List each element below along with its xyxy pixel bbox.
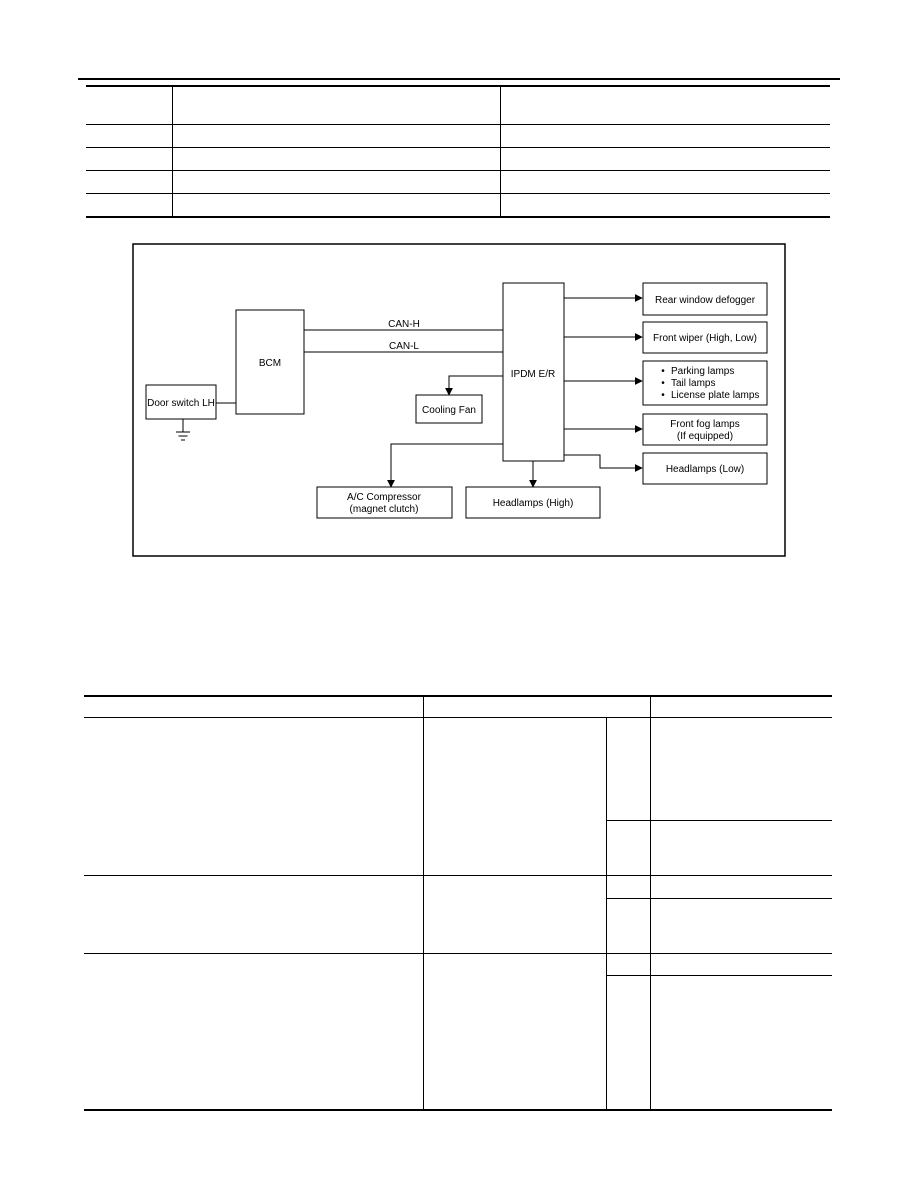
bottom-table-group-rule (84, 875, 832, 876)
front-wiper-label: Front wiper (High, Low) (653, 333, 757, 344)
bullet-icon: • (661, 366, 665, 377)
bottom-table-subrow-rule (606, 820, 832, 821)
front-fog-label: Front fog lamps (670, 419, 739, 430)
bcm-box (235, 309, 305, 415)
bottom-table-group-rule (84, 953, 832, 954)
bottom-table-subrow-rule (606, 898, 832, 899)
bottom-table-col-divider (606, 718, 607, 1110)
ground-icon (176, 431, 190, 441)
ipdm-to-headlamps-low-wire (564, 454, 643, 472)
bottom-table-top-rule (84, 695, 832, 697)
top-table-row-rule (86, 193, 830, 194)
license-plate-lamps-label: License plate lamps (671, 390, 759, 401)
ipdm-to-cooling-fan-wire (445, 375, 503, 396)
front-wiper-box (642, 321, 768, 354)
ac-compressor-box (316, 486, 453, 519)
ipdm-label: IPDM E/R (511, 369, 555, 380)
top-table-bottom-rule (86, 216, 830, 218)
front-fog-box (642, 413, 768, 446)
ac-compressor-label: A/C Compressor (347, 492, 422, 503)
bullet-icon: • (661, 378, 665, 389)
cooling-fan-box (415, 394, 483, 424)
top-table-row-rule (86, 147, 830, 148)
headlamps-low-label: Headlamps (Low) (666, 464, 744, 475)
door-switch-label: Door switch LH (147, 398, 215, 409)
headlamps-low-box (642, 452, 768, 485)
bottom-table-header-rule (84, 717, 832, 718)
rear-defogger-box (642, 282, 768, 316)
headlamps-high-box (465, 486, 601, 519)
can-l-label: CAN-L (389, 341, 419, 352)
top-table-header-rule (86, 85, 830, 87)
parking-lamps-label: Parking lamps (671, 366, 734, 377)
lamps-group-box (642, 360, 768, 406)
top-table-col-divider (500, 86, 501, 217)
ipdm-to-ac-compressor-wire (387, 443, 503, 488)
bottom-table-subrow-rule (606, 975, 832, 976)
bullet-icon: • (661, 390, 665, 401)
bottom-table-bottom-rule (84, 1109, 832, 1111)
bottom-table-col-divider (650, 696, 651, 1110)
top-table-top-border (78, 78, 840, 80)
bcm-label: BCM (259, 358, 281, 369)
rear-defogger-label: Rear window defogger (655, 295, 756, 306)
diagram-frame (132, 243, 786, 557)
ac-compressor-note: (magnet clutch) (350, 504, 419, 515)
bottom-table-col-divider (423, 696, 424, 1110)
top-table-row-rule (86, 124, 830, 125)
top-table-col-divider (172, 86, 173, 217)
cooling-fan-label: Cooling Fan (422, 405, 476, 416)
tail-lamps-label: Tail lamps (671, 378, 715, 389)
top-table-row-rule (86, 170, 830, 171)
front-fog-note: (If equipped) (677, 431, 733, 442)
can-h-label: CAN-H (388, 319, 420, 330)
door-switch-box (145, 384, 217, 420)
headlamps-high-label: Headlamps (High) (493, 498, 574, 509)
